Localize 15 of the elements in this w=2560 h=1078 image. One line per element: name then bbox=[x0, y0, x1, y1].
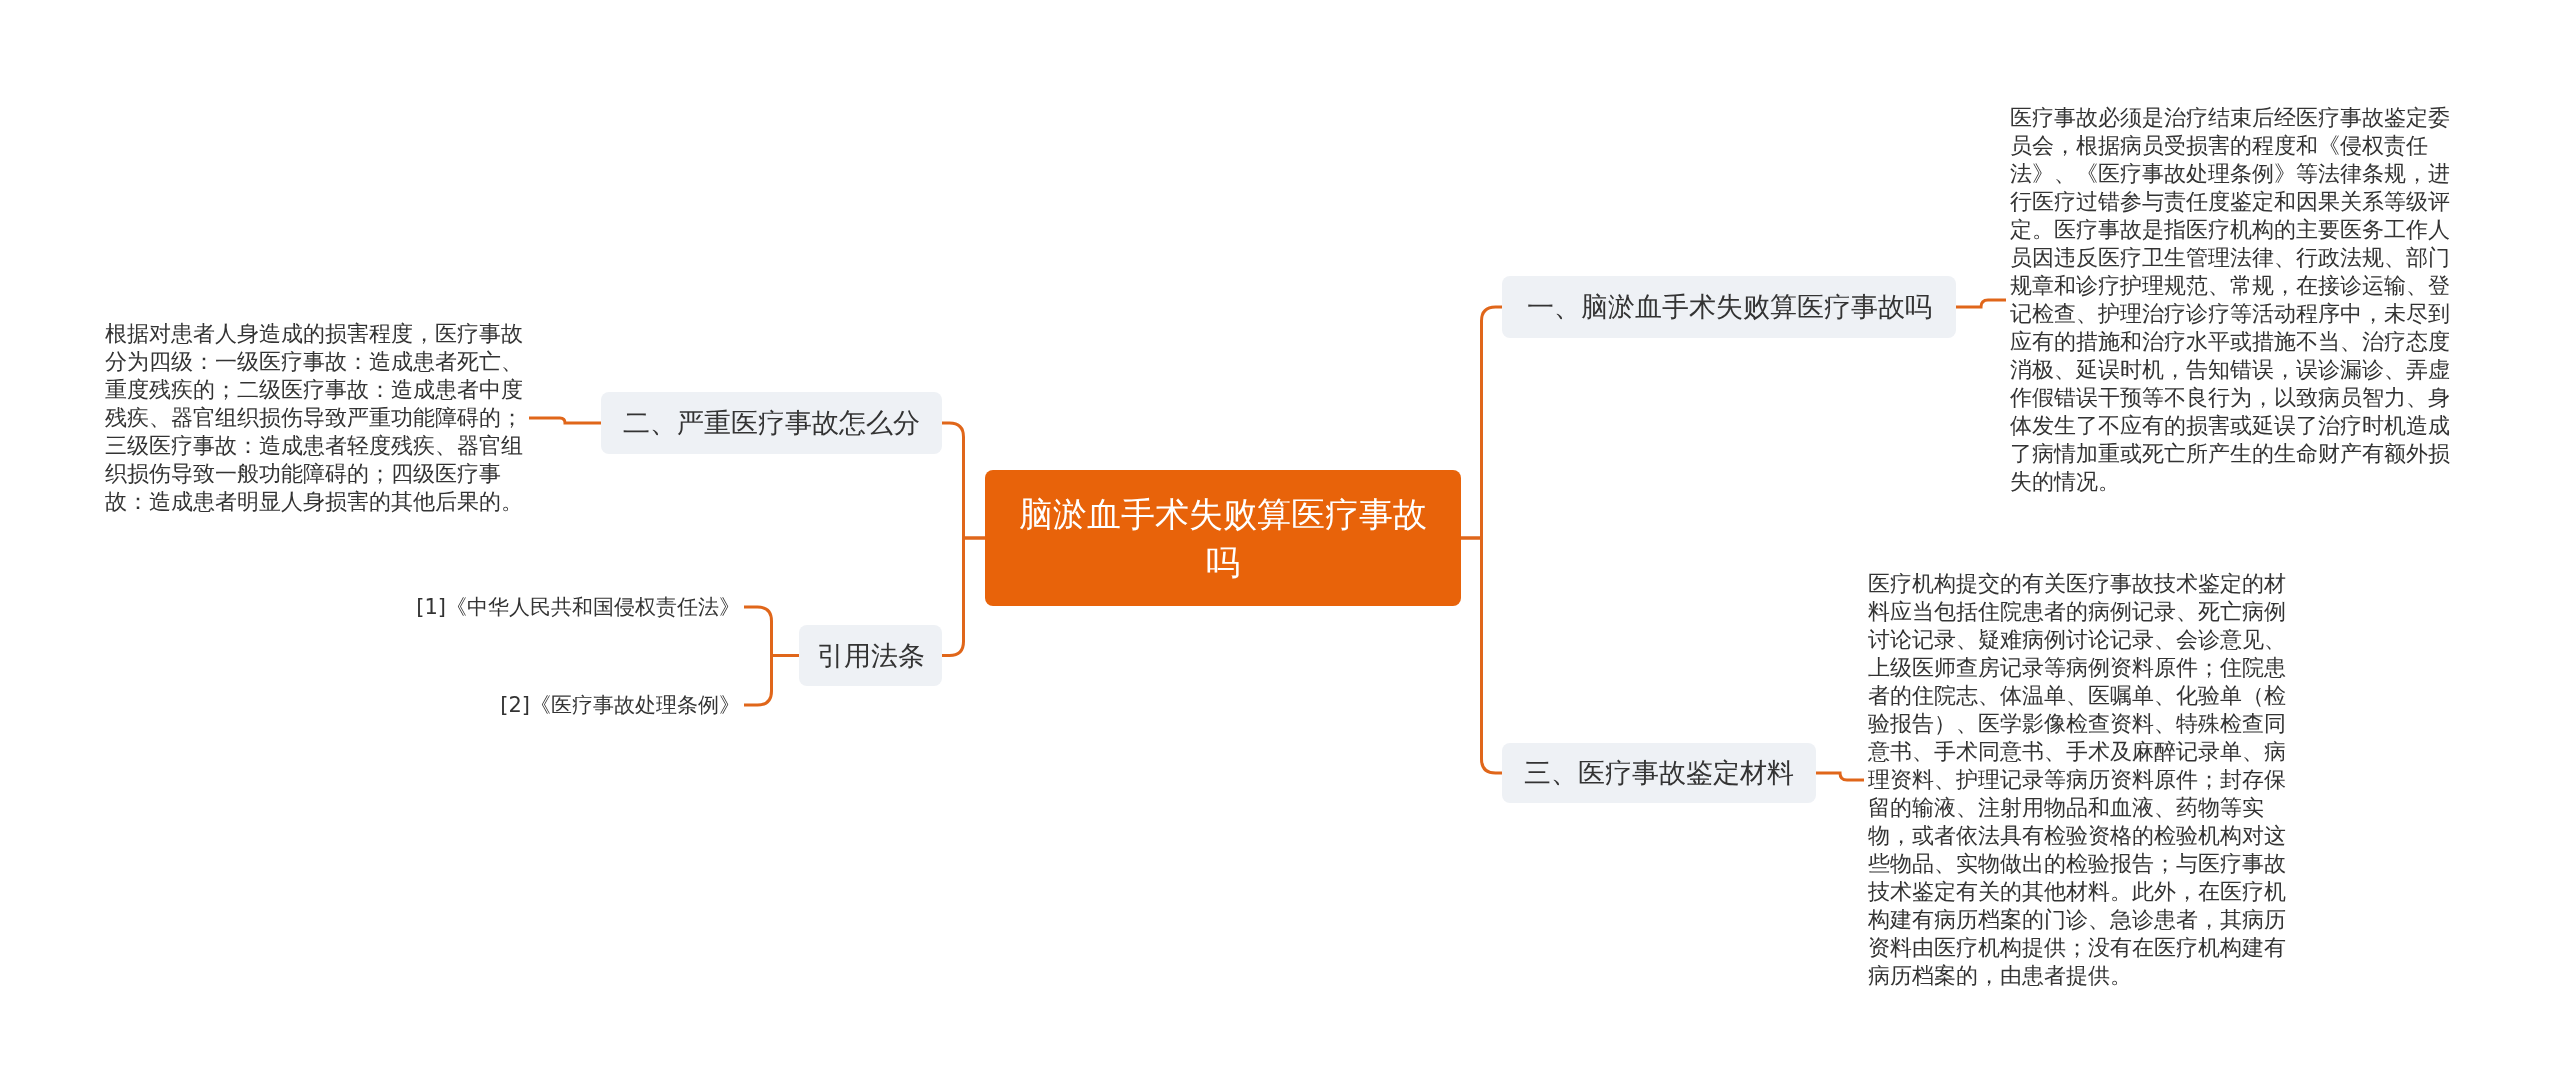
connector-line bbox=[1956, 298, 2006, 309]
central-topic: 脑淤血手术失败算医疗事故吗 bbox=[985, 470, 1461, 606]
note-text: 根据对患者人身造成的损害程度，医疗事故分为四级：一级医疗事故：造成患者死亡、重度残疾的；二级医疗事故：造成患者中度残疾、器官组织损伤导致严重功能障碍的；三级医疗事故：造成患者轻度残疾、器官组织损伤导致一般功能障碍的；四级医疗事故：造成患者明显人身损害的其他后果的。 bbox=[105, 320, 525, 516]
topic-box: 三、医疗事故鉴定材料 bbox=[1502, 743, 1816, 803]
note-text: 医疗机构提交的有关医疗事故技术鉴定的材料应当包括住院患者的病例记录、死亡病例讨论记录、疑难病例讨论记录、会诊意见、上级医师查房记录等病例资料原件；住院患者的住院志、体温单、医嘱单、化验单（检验报告）、医学影像检查资料、特殊检查同意书、手术同意书、手术及麻醉记录单、病理资料、护理记录等病历资料原件；封存保留的输液、注射用物品和血液、药物等实物，或者依法具有检验资格的检验机构对这些物品、实物做出的检验报告；与医疗事故技术鉴定有关的其他材料。此外，在医疗机构建有病历档案的门诊、急诊患者，其病历资料由医疗机构提供；没有在医疗机构建有病历档案的，由患者提供。 bbox=[1868, 570, 2288, 990]
note-text: 医疗事故必须是治疗结束后经医疗事故鉴定委员会，根据病员受损害的程度和《侵权责任法》、《医疗事故处理条例》等法律条规，进行医疗过错参与责任度鉴定和因果关系等级评定。医疗事故是指医疗机构的主要医务工作人员因违反医疗卫生管理法律、行政法规、部门规章和诊疗护理规范、常规，在接诊运输、登记检查、护理治疗诊疗等活动程序中，未尽到应有的措施和治疗水平或措施不当、治疗态度消极、延误时机，告知错误，误诊漏诊、弄虚作假错误干预等不良行为，以致病员智力、身体发生了不应有的损害或延误了治疗时机造成了病情加重或死亡所产生的生命财产有额外损失的情况。 bbox=[2010, 104, 2458, 496]
reference-text: [2]《医疗事故处理条例》 bbox=[400, 690, 740, 720]
topic-box: 二、严重医疗事故怎么分 bbox=[601, 392, 942, 454]
connector-line bbox=[1816, 771, 1864, 782]
reference-text: [1]《中华人民共和国侵权责任法》 bbox=[400, 592, 740, 622]
topic-box: 引用法条 bbox=[799, 625, 942, 686]
connector-line bbox=[529, 416, 601, 425]
connector-line bbox=[942, 536, 985, 657]
topic-box: 一、脑淤血手术失败算医疗事故吗 bbox=[1502, 276, 1956, 338]
connector-line bbox=[1461, 536, 1502, 775]
